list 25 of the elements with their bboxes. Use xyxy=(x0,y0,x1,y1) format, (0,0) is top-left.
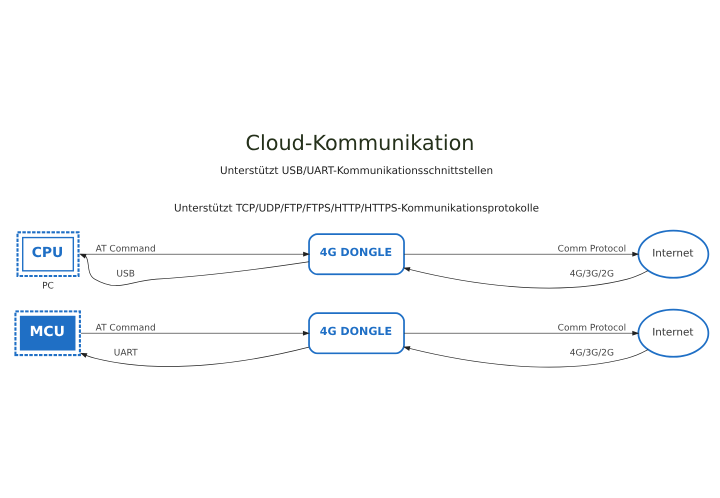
edge-label: Comm Protocol xyxy=(558,244,626,255)
node-box: 4G DONGLE xyxy=(308,312,405,354)
label: Unterstützt USB/UART-Kommunikationsschnittstellen xyxy=(220,165,494,178)
edge-label: USB xyxy=(116,270,135,280)
arrow xyxy=(80,346,310,367)
node-ellipse: Internet xyxy=(637,308,710,358)
node-label: PC xyxy=(42,281,54,292)
edge-label: 4G/3G/2G xyxy=(570,270,614,280)
arrow xyxy=(403,267,648,288)
label: Unterstützt TCP/UDP/FTP/FTPS/HTTP/HTTPS-Kommunikationsprotokolle xyxy=(174,202,540,215)
node-box: MCU xyxy=(14,310,81,356)
arrow xyxy=(80,252,310,257)
node-ellipse: Internet xyxy=(637,230,710,279)
edge-label: Comm Protocol xyxy=(558,324,626,334)
edge-label: 4G/3G/2G xyxy=(570,348,614,359)
edge-label: UART xyxy=(114,348,138,359)
edge-label: AT Command xyxy=(96,324,156,334)
node-box: 4G DONGLE xyxy=(308,233,405,276)
arrow xyxy=(404,252,640,257)
arrow xyxy=(80,330,310,336)
arrow xyxy=(404,330,640,336)
node-box: CPU xyxy=(16,231,80,278)
edge-label: AT Command xyxy=(96,244,156,255)
diagram-title: Cloud-Kommunikation xyxy=(246,131,474,156)
arrow xyxy=(403,346,648,368)
